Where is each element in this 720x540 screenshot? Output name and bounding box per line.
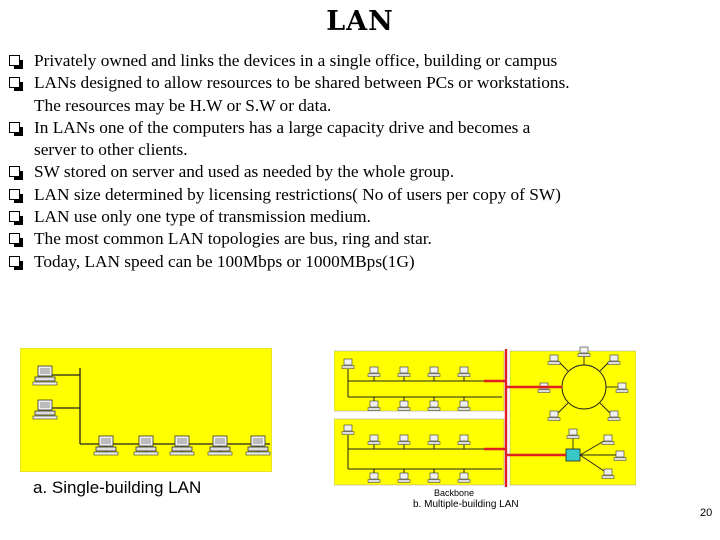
bullet-item: In LANs one of the computers has a large…	[8, 117, 720, 139]
slide-title: LAN	[326, 6, 394, 37]
bullet-item: The most common LAN topologies are bus, …	[8, 228, 720, 250]
bullet-list: Privately owned and links the devices in…	[8, 50, 720, 273]
backbone-label: Backbone	[434, 488, 475, 498]
bullet-continuation: The resources may be H.W or S.W or data.	[34, 95, 332, 115]
checkbox-bullet-icon	[9, 121, 23, 136]
bullet-item: Today, LAN speed can be 100Mbps or 1000M…	[8, 251, 720, 273]
checkbox-bullet-icon	[9, 255, 23, 270]
checkbox-bullet-icon	[9, 211, 23, 226]
checkbox-bullet-icon	[9, 233, 23, 248]
multiple-building-lan-figure	[334, 345, 636, 487]
bullet-item: LAN size determined by licensing restric…	[8, 184, 720, 206]
single-building-lan-figure	[20, 348, 272, 472]
multiple-building-caption: b. Multiple-building LAN	[413, 499, 519, 510]
bullet-item: SW stored on server and used as needed b…	[8, 161, 720, 183]
checkbox-bullet-icon	[9, 55, 23, 69]
page-number: 20	[700, 507, 713, 519]
checkbox-bullet-icon	[9, 77, 23, 92]
checkbox-bullet-icon	[9, 166, 23, 181]
bullet-item: LANs designed to allow resources to be s…	[8, 72, 720, 94]
bullet-item: LAN use only one type of transmission me…	[8, 206, 720, 228]
checkbox-bullet-icon	[9, 188, 23, 203]
single-building-caption: a. Single-building LAN	[33, 478, 202, 497]
bullet-item: Privately owned and links the devices in…	[8, 50, 720, 72]
bullet-continuation: server to other clients.	[34, 140, 188, 160]
